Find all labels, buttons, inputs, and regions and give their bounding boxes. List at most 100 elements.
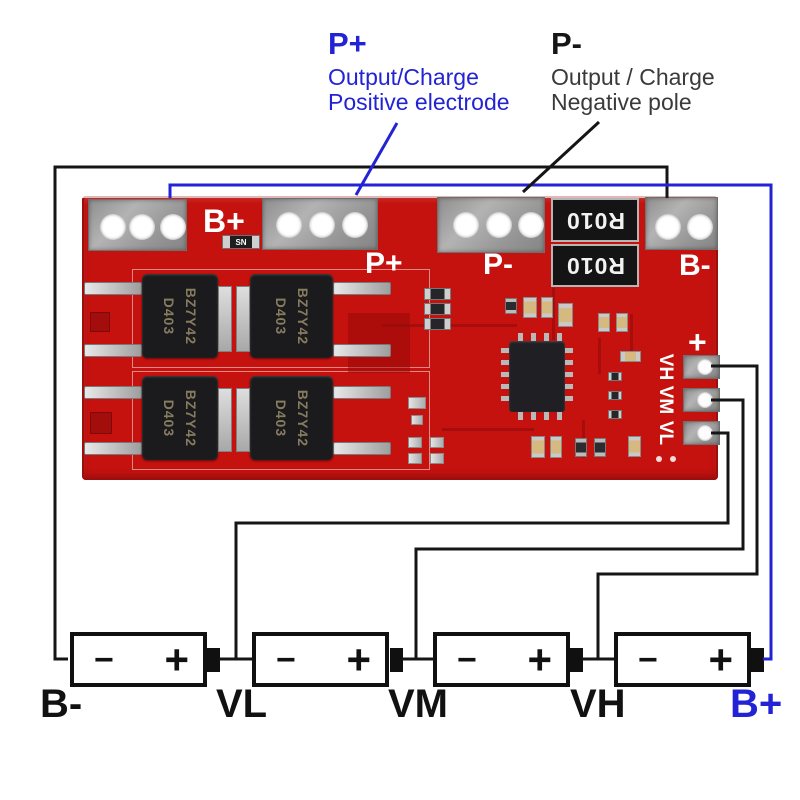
sense-pad-vm: [683, 388, 720, 412]
mosfet-leg: [84, 282, 142, 295]
ic-pin: [501, 372, 509, 377]
ic-pin: [565, 360, 573, 365]
mosfet-code: BZ7Y42: [294, 389, 311, 447]
ic-pin: [501, 348, 509, 353]
annotation-p-minus-title: P-: [551, 26, 582, 61]
pad-hole: [486, 212, 512, 238]
smd-component: [411, 415, 423, 425]
smd-component: [616, 313, 628, 332]
pad-hole: [697, 359, 713, 375]
sense-pad-vl: [683, 421, 720, 445]
annotation-p-plus-title: P+: [328, 26, 367, 61]
solder-pad-b-plus: [88, 199, 187, 251]
smd-component: [505, 298, 517, 314]
pad-hole: [655, 214, 681, 240]
smd-red-pad: [90, 312, 110, 332]
mosfet-code: D403: [272, 399, 289, 437]
mosfet-code: BZ7Y42: [294, 287, 311, 345]
mosfet-code: D403: [272, 297, 289, 335]
smd-component: [558, 303, 573, 327]
ic-pin: [531, 333, 536, 341]
mosfet-leg: [333, 386, 391, 399]
silkscreen-vm: VM: [655, 385, 677, 415]
mosfet-code: D403: [160, 399, 177, 437]
battery-cell-2: − +: [252, 632, 389, 687]
shunt-resistor-label: R010: [565, 253, 625, 279]
pcb-copper-patch: [348, 313, 410, 373]
battery-terminal-nub: [570, 648, 583, 672]
pad-hole: [100, 214, 126, 240]
solder-pad-p-plus: [262, 198, 378, 250]
ic-pin: [544, 333, 549, 341]
annotation-p-plus-line1: Output/Charge: [328, 64, 479, 90]
ic-pin: [501, 360, 509, 365]
ic-pin: [565, 396, 573, 401]
mosfet-tab: [218, 286, 232, 352]
leader-line-p-minus: [521, 120, 601, 194]
ic-pin: [565, 348, 573, 353]
smd-fuse-label: SN: [235, 237, 247, 247]
ic-pin: [557, 333, 562, 341]
mosfet-tab: [218, 388, 232, 452]
silkscreen-vh: VH: [655, 353, 677, 381]
ic-pin: [501, 384, 509, 389]
smd-component: [628, 436, 641, 457]
pad-hole: [276, 212, 302, 238]
pad-hole: [453, 212, 479, 238]
pad-hole: [342, 212, 368, 238]
mosfet-leg: [333, 282, 391, 295]
terminal-label-vh: VH: [570, 682, 626, 726]
smd-component: [408, 437, 422, 448]
shunt-resistor-2: R010: [551, 244, 639, 287]
smd-component: [430, 453, 444, 464]
mosfet-code: BZ7Y42: [183, 287, 200, 345]
mosfet-leg: [333, 442, 391, 455]
mosfet-tab: [236, 286, 250, 352]
mosfet-marking: BZ7Y42 D403: [158, 389, 203, 446]
annotation-p-minus-line2: Negative pole: [551, 89, 692, 115]
mosfet-3: BZ7Y42 D403: [142, 376, 218, 460]
ic-pin: [565, 372, 573, 377]
smd-component: [575, 438, 587, 457]
annotation-p-minus-line1: Output / Charge: [551, 64, 715, 90]
mosfet-2: BZ7Y42 D403: [250, 274, 333, 358]
pcb-trace: [630, 314, 633, 356]
smd-component: [424, 303, 451, 315]
pcb-via: [670, 456, 676, 462]
battery-cell-1: − +: [70, 632, 207, 687]
sense-pad-vh: [683, 355, 720, 379]
battery-terminal-nub: [390, 648, 403, 672]
pad-hole: [697, 425, 713, 441]
battery-cell-4: − +: [614, 632, 751, 687]
mosfet-code: D403: [160, 297, 177, 335]
mosfet-marking: BZ7Y42 D403: [269, 287, 314, 344]
pcb-via: [656, 456, 662, 462]
smd-component: [531, 436, 545, 458]
mosfet-code: BZ7Y42: [183, 389, 200, 447]
smd-component: [523, 297, 537, 318]
mosfet-4: BZ7Y42 D403: [250, 376, 333, 460]
terminal-label-vm: VM: [388, 682, 448, 726]
smd-component: [608, 410, 622, 419]
smd-component: [408, 453, 422, 464]
solder-pad-p-minus: [437, 197, 545, 253]
leader-line-p-plus: [354, 122, 399, 196]
mosfet-marking: BZ7Y42 D403: [269, 389, 314, 446]
smd-fuse-chip: SN: [222, 235, 260, 249]
ic-pin: [544, 412, 549, 420]
battery-terminal-nub: [751, 648, 764, 672]
pad-hole: [129, 214, 155, 240]
mosfet-1: BZ7Y42 D403: [142, 274, 218, 358]
mosfet-leg: [333, 344, 391, 357]
smd-component: [598, 313, 610, 332]
mosfet-marking: BZ7Y42 D403: [158, 287, 203, 344]
ic-chip: [509, 341, 565, 412]
mosfet-leg: [84, 442, 142, 455]
smd-component: [424, 318, 451, 330]
silkscreen-plus-mark: +: [688, 324, 707, 360]
smd-component: [608, 372, 622, 381]
mosfet-leg: [84, 386, 142, 399]
ic-pin: [557, 412, 562, 420]
